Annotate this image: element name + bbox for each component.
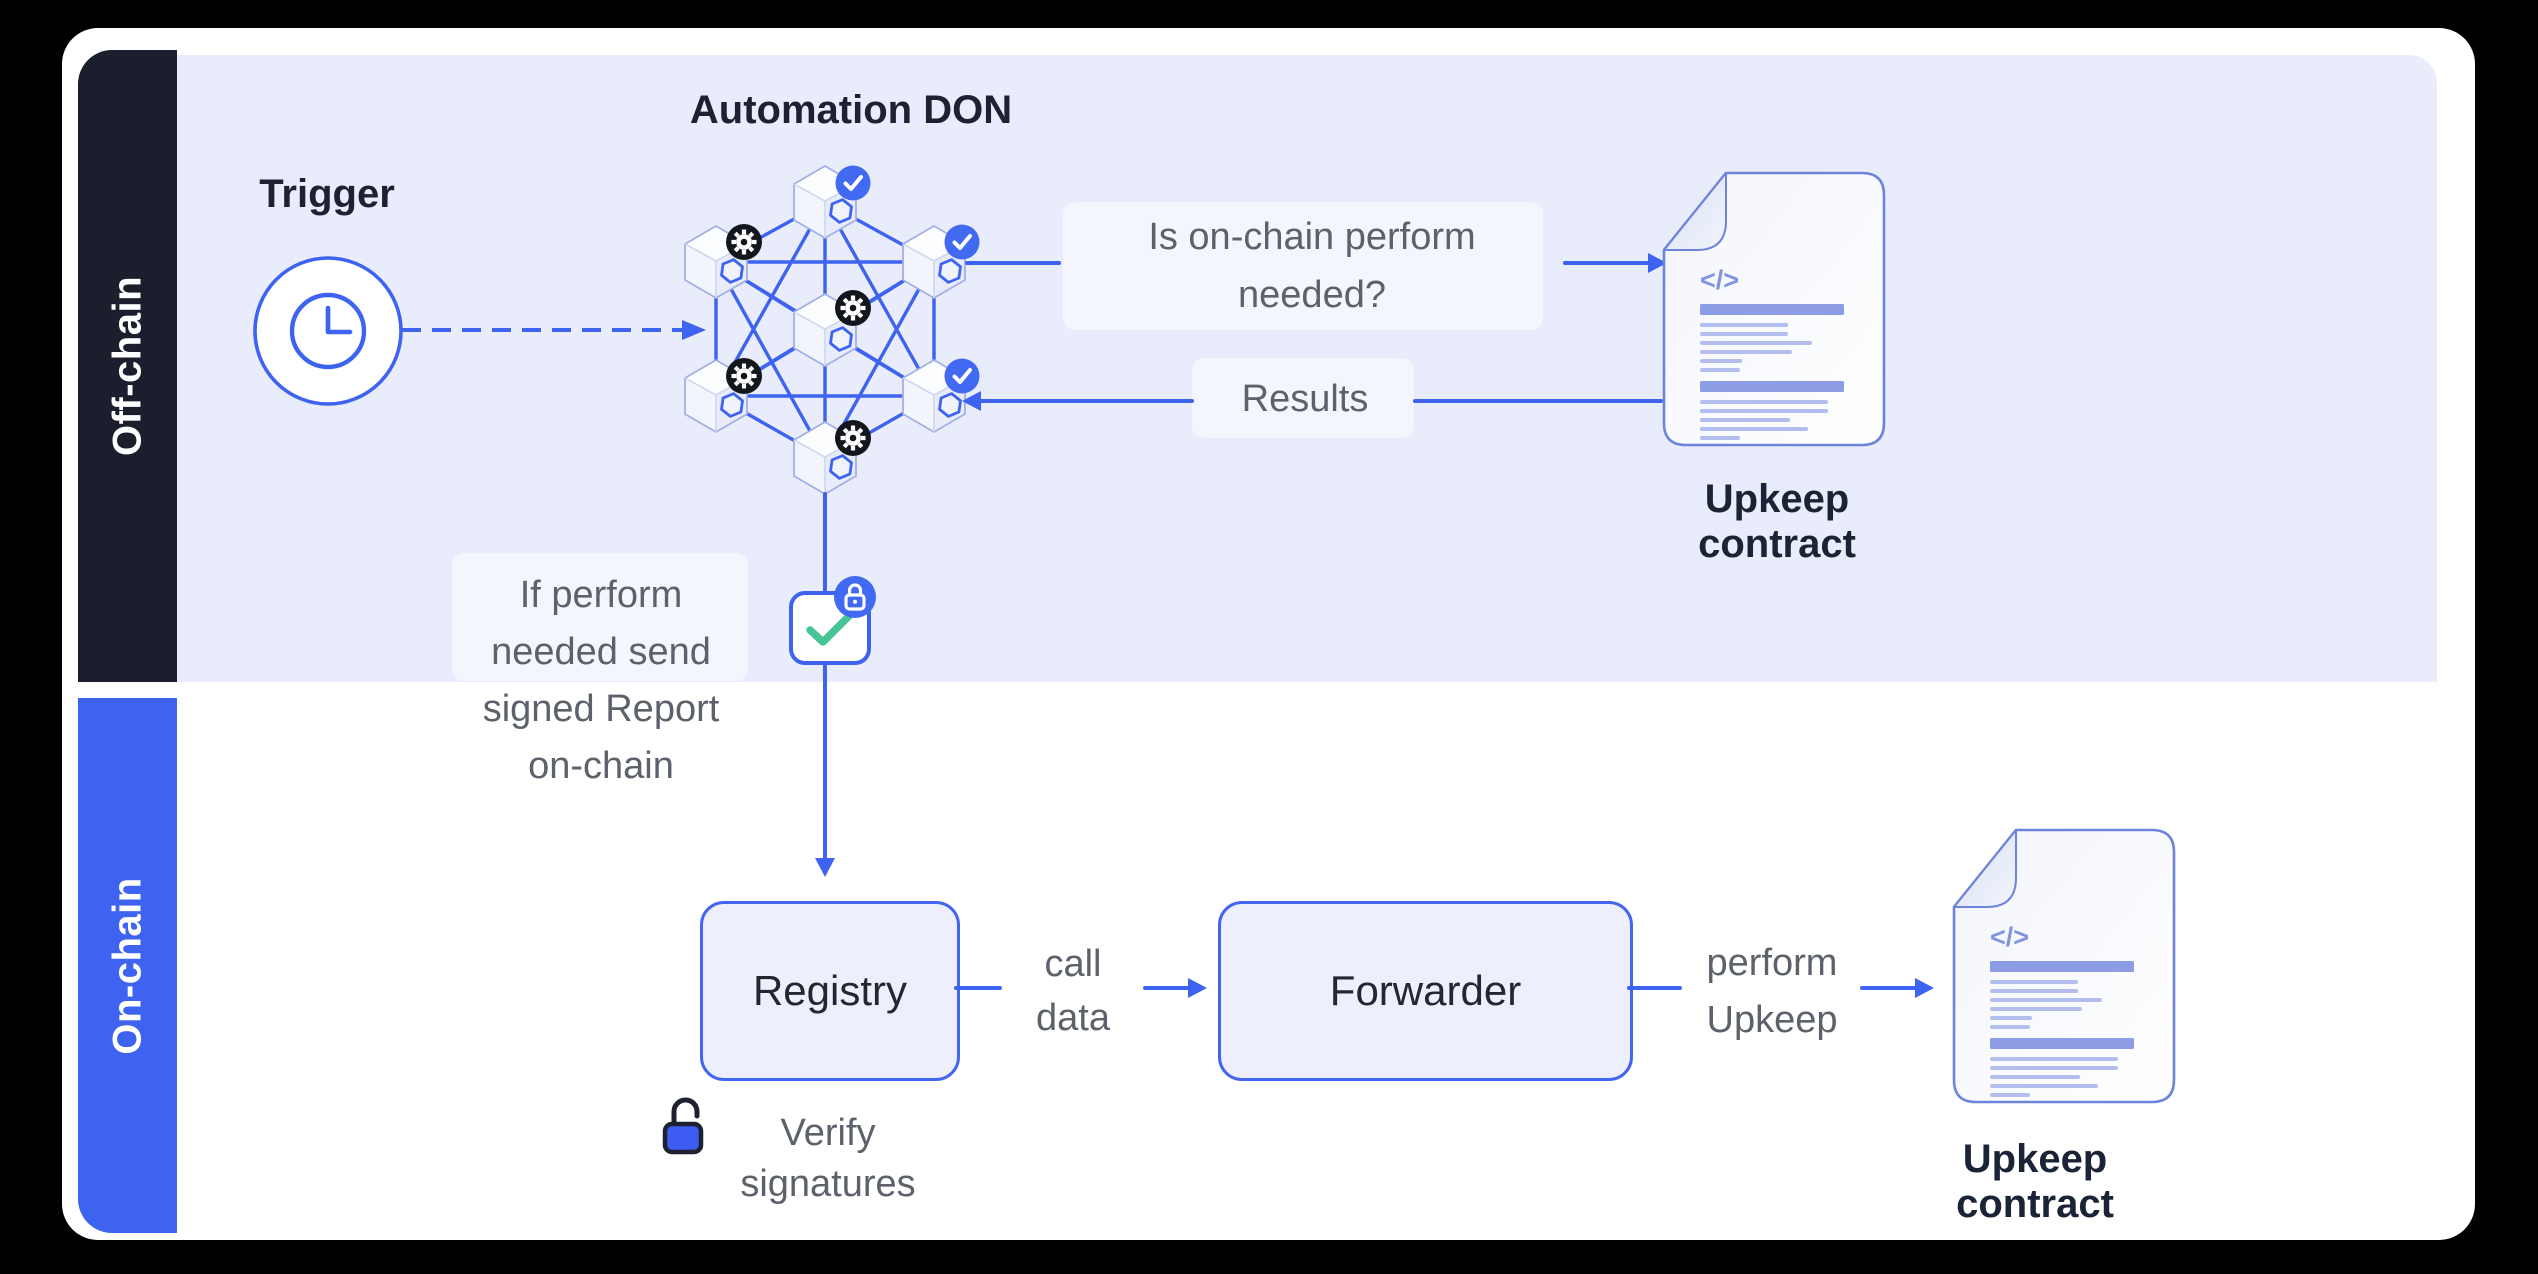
gear-badge-icon <box>726 224 762 260</box>
code-icon: </> <box>1990 922 2029 952</box>
trigger-title: Trigger <box>259 172 395 216</box>
check-badge-icon <box>942 222 982 262</box>
registry-box: Registry <box>700 901 960 1081</box>
is-onchain-label: Is on-chain perform needed? <box>1148 216 1476 316</box>
check-badge-icon <box>833 163 873 203</box>
label-backdrop <box>1063 202 1543 330</box>
code-icon: </> <box>1700 265 1739 295</box>
don-network <box>683 163 982 496</box>
onchain-label: On-chain <box>105 876 149 1055</box>
call-data-label: call data <box>1036 943 1110 1039</box>
clock-icon <box>253 256 403 406</box>
perform-upkeep-label: perform Upkeep <box>1706 942 1838 1041</box>
label-backdrop <box>452 553 748 681</box>
arrow-down-icon <box>815 858 835 877</box>
results-label: Results <box>1241 378 1369 420</box>
gear-badge-icon <box>726 358 762 394</box>
arrow-right-icon <box>1648 253 1667 273</box>
registry-label: Registry <box>752 967 908 1014</box>
don-title: Automation DON <box>689 88 1013 132</box>
upkeep-contract-icon: </> <box>1662 171 1886 447</box>
forwarder-label: Forwarder <box>1329 967 1522 1014</box>
trigger-arrow <box>402 320 706 340</box>
connector-line <box>954 986 1002 990</box>
if-perform-label: If perform needed send signed Report on-… <box>482 574 720 787</box>
check-badge-icon <box>942 356 982 396</box>
arrow-left-icon <box>962 391 981 411</box>
sidebar-onchain: On-chain <box>78 698 177 1233</box>
arrow-right-icon <box>1188 978 1207 998</box>
arrow-right-icon <box>1915 978 1934 998</box>
sidebar-offchain: Off-chain <box>78 50 177 682</box>
connector-line <box>1413 399 1663 403</box>
forwarder-box: Forwarder <box>1218 901 1633 1081</box>
connector-line <box>1627 986 1682 990</box>
label-backdrop <box>1192 358 1414 438</box>
green-check-icon <box>806 612 853 646</box>
connector-line <box>1563 261 1651 265</box>
upkeep-contract-title-bottom: Upkeep contract <box>1956 1137 2114 1226</box>
upkeep-contract-icon: </> <box>1952 828 2176 1104</box>
connector-line <box>823 664 827 860</box>
gear-badge-icon <box>835 420 871 456</box>
connector-line <box>823 492 827 594</box>
lock-badge-icon <box>834 576 876 618</box>
connector-line <box>965 261 1061 265</box>
unlock-icon <box>662 1097 704 1155</box>
upkeep-contract-title-top: Upkeep contract <box>1698 477 1856 566</box>
connector-line <box>1143 986 1191 990</box>
verify-signatures-label: Verify signatures <box>740 1112 916 1205</box>
offchain-label: Off-chain <box>105 275 149 457</box>
connector-line <box>978 399 1194 403</box>
connector-line <box>1860 986 1918 990</box>
gear-badge-icon <box>835 290 871 326</box>
